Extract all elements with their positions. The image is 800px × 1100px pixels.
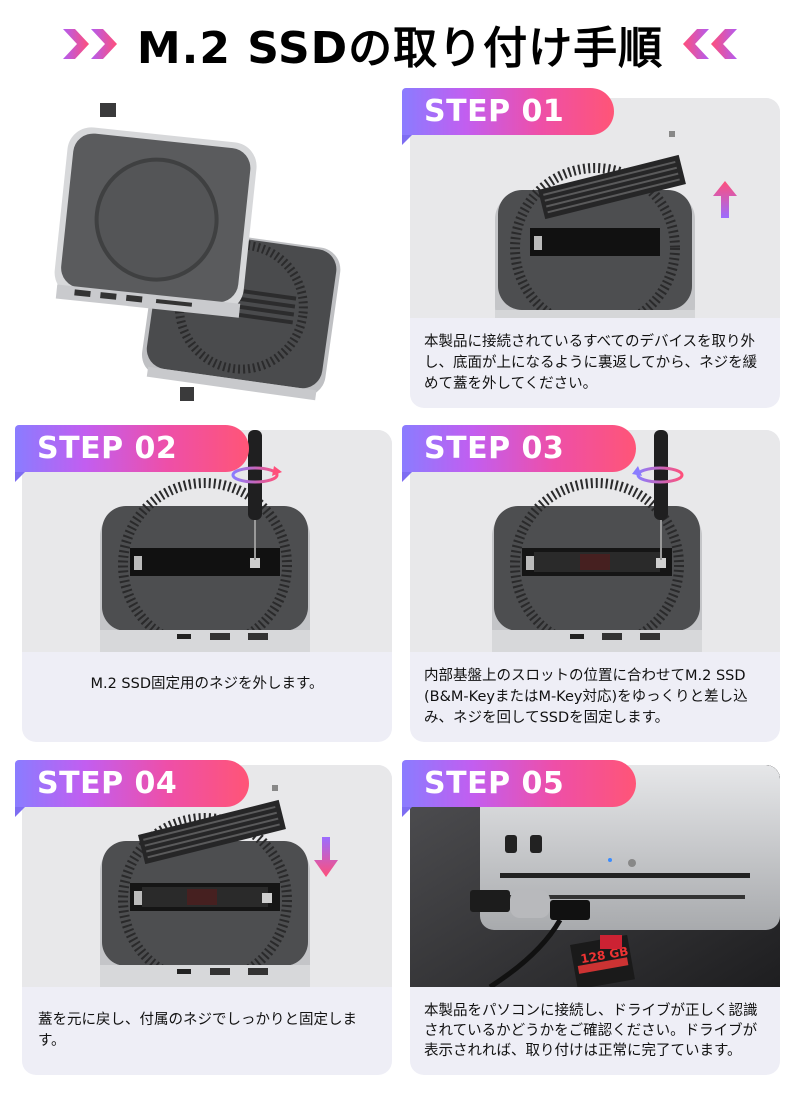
step-05-label: STEP 05 [424,766,565,801]
step-05-card: 128 GB 本製品をパソコンに接続し、ドライブが正しく認識されているかどうかを… [410,765,780,1075]
page-title: M.2 SSDの取り付け手順 [136,23,664,74]
step-04-caption: 蓋を元に戻し、付属のネジでしっかりと固定します。 [38,1012,357,1049]
step-01-image [410,98,780,318]
heatsink-icon [138,799,286,865]
step-01-card: 本製品に接続されているすべてのデバイスを取り外し、底面が上になるように裏返してか… [410,98,780,408]
screwdriver-icon [248,430,262,560]
hero-image-exploded-dock [40,95,360,415]
step-04-badge: STEP 04 [15,760,249,817]
step-05-badge: STEP 05 [402,760,636,817]
arrow-down-icon [314,837,338,877]
usb-cable-icon [550,900,590,920]
rotate-arrow-icon [632,466,684,484]
step-01-caption: 本製品に接続されているすべてのデバイスを取り外し、底面が上になるように裏返してか… [424,333,758,392]
step-01-badge: STEP 01 [402,88,614,145]
page-header: M.2 SSDの取り付け手順 [0,0,800,88]
dock-exploded-icon [54,103,341,401]
step-02-card: M.2 SSD固定用のネジを外します。 [22,430,392,742]
screwdriver-icon [654,430,668,560]
step-04-card: 蓋を元に戻し、付属のネジでしっかりと固定します。 [22,765,392,1075]
heatsink-icon [538,154,686,220]
double-chevron-left-icon [677,27,739,61]
step-05-caption: 本製品をパソコンに接続し、ドライブが正しく認識されているかどうかをご確認ください… [424,1003,758,1059]
rotate-arrow-icon [231,466,282,484]
step-03-badge: STEP 03 [402,425,636,482]
micro-sd-card-icon [600,935,622,949]
step-02-label: STEP 02 [37,431,178,466]
usb-receiver-icon [470,890,510,912]
usb-drive-icon [510,890,550,918]
step-03-label: STEP 03 [424,431,565,466]
step-01-label: STEP 01 [424,94,565,129]
step-04-label: STEP 04 [37,766,178,801]
step-03-card: 内部基盤上のスロットの位置に合わせてM.2 SSD (B&M-KeyまたはM-K… [410,430,780,742]
double-chevron-right-icon [61,27,123,61]
step-03-caption: 内部基盤上のスロットの位置に合わせてM.2 SSD (B&M-KeyまたはM-K… [424,667,748,726]
step-04-image [22,765,392,987]
step-02-caption: M.2 SSD固定用のネジを外します。 [90,676,324,692]
arrow-up-icon [713,181,737,218]
step-02-badge: STEP 02 [15,425,249,482]
